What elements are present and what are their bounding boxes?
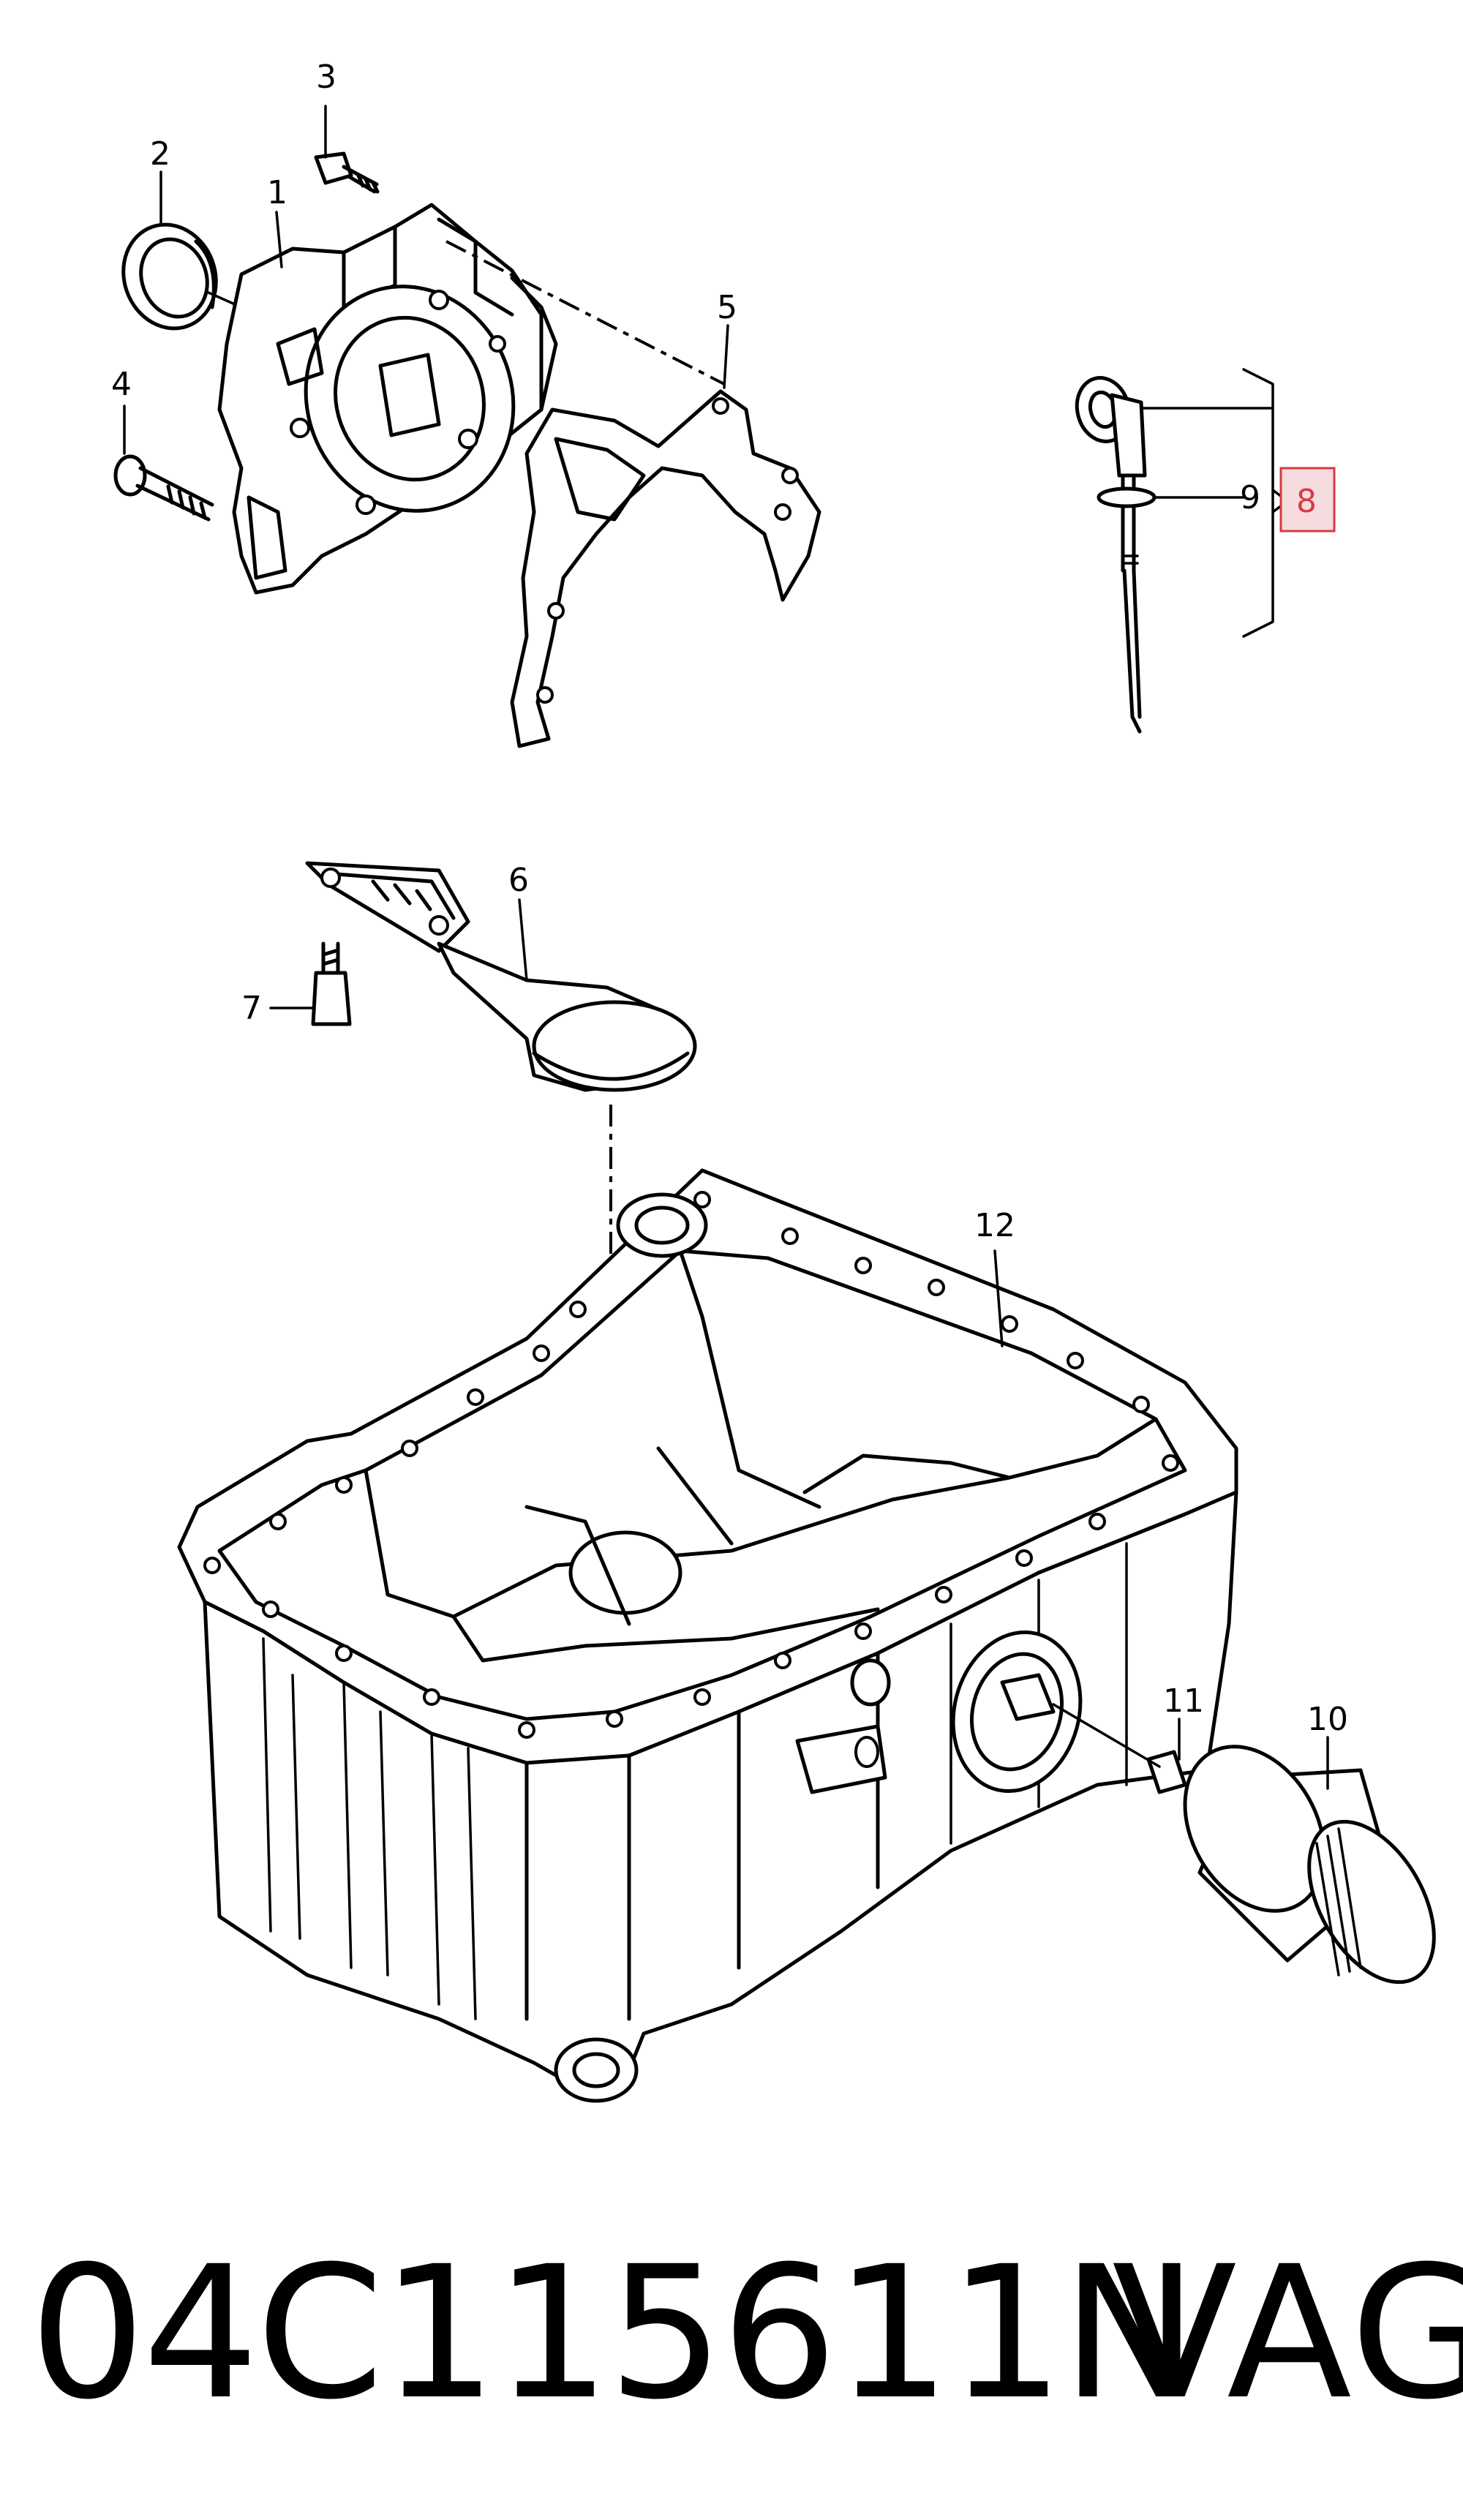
callout-5: 5	[717, 289, 737, 326]
callout-4: 4	[111, 366, 132, 403]
callout-10: 10	[1307, 1701, 1348, 1738]
part-11-union	[1052, 1703, 1187, 1794]
callout-9: 9	[1240, 479, 1260, 516]
part-3-bolt	[314, 151, 380, 194]
callout-8-highlight-box	[1279, 467, 1336, 533]
footer-caption: 04C115611N VAG	[0, 2209, 1463, 2458]
callout-6: 6	[508, 862, 529, 899]
callout-2: 2	[150, 135, 170, 173]
callout-8[interactable]: 8	[1296, 483, 1317, 520]
callout-7: 7	[241, 990, 262, 1027]
callout-11: 11	[1163, 1682, 1204, 1720]
leader-12	[993, 1249, 1004, 1347]
part-6-oil-pickup	[305, 861, 697, 1092]
brand-label: VAG	[1112, 2227, 1463, 2440]
leader-6	[518, 898, 528, 982]
part-5-gasket	[510, 389, 821, 748]
alignment-line-1-5	[445, 240, 725, 385]
part-9-o-ring	[1097, 486, 1157, 508]
part-7-bolt	[311, 941, 352, 1026]
part-number-label: 04C115611N	[29, 2227, 1198, 2440]
part-4-bolt	[113, 454, 214, 522]
part-12-oil-pan	[177, 1168, 1238, 2103]
part-10-oil-filter	[1183, 1745, 1436, 1985]
part-8-dipstick	[1075, 376, 1147, 734]
callout-1: 1	[267, 174, 287, 211]
callout-12: 12	[974, 1207, 1015, 1244]
part-1-oil-pump	[217, 203, 558, 595]
bracket-8	[1242, 368, 1274, 638]
callout-3: 3	[316, 59, 336, 96]
leader-1	[275, 211, 283, 268]
part-2-seal-ring	[121, 222, 243, 331]
leader-5	[723, 324, 729, 389]
